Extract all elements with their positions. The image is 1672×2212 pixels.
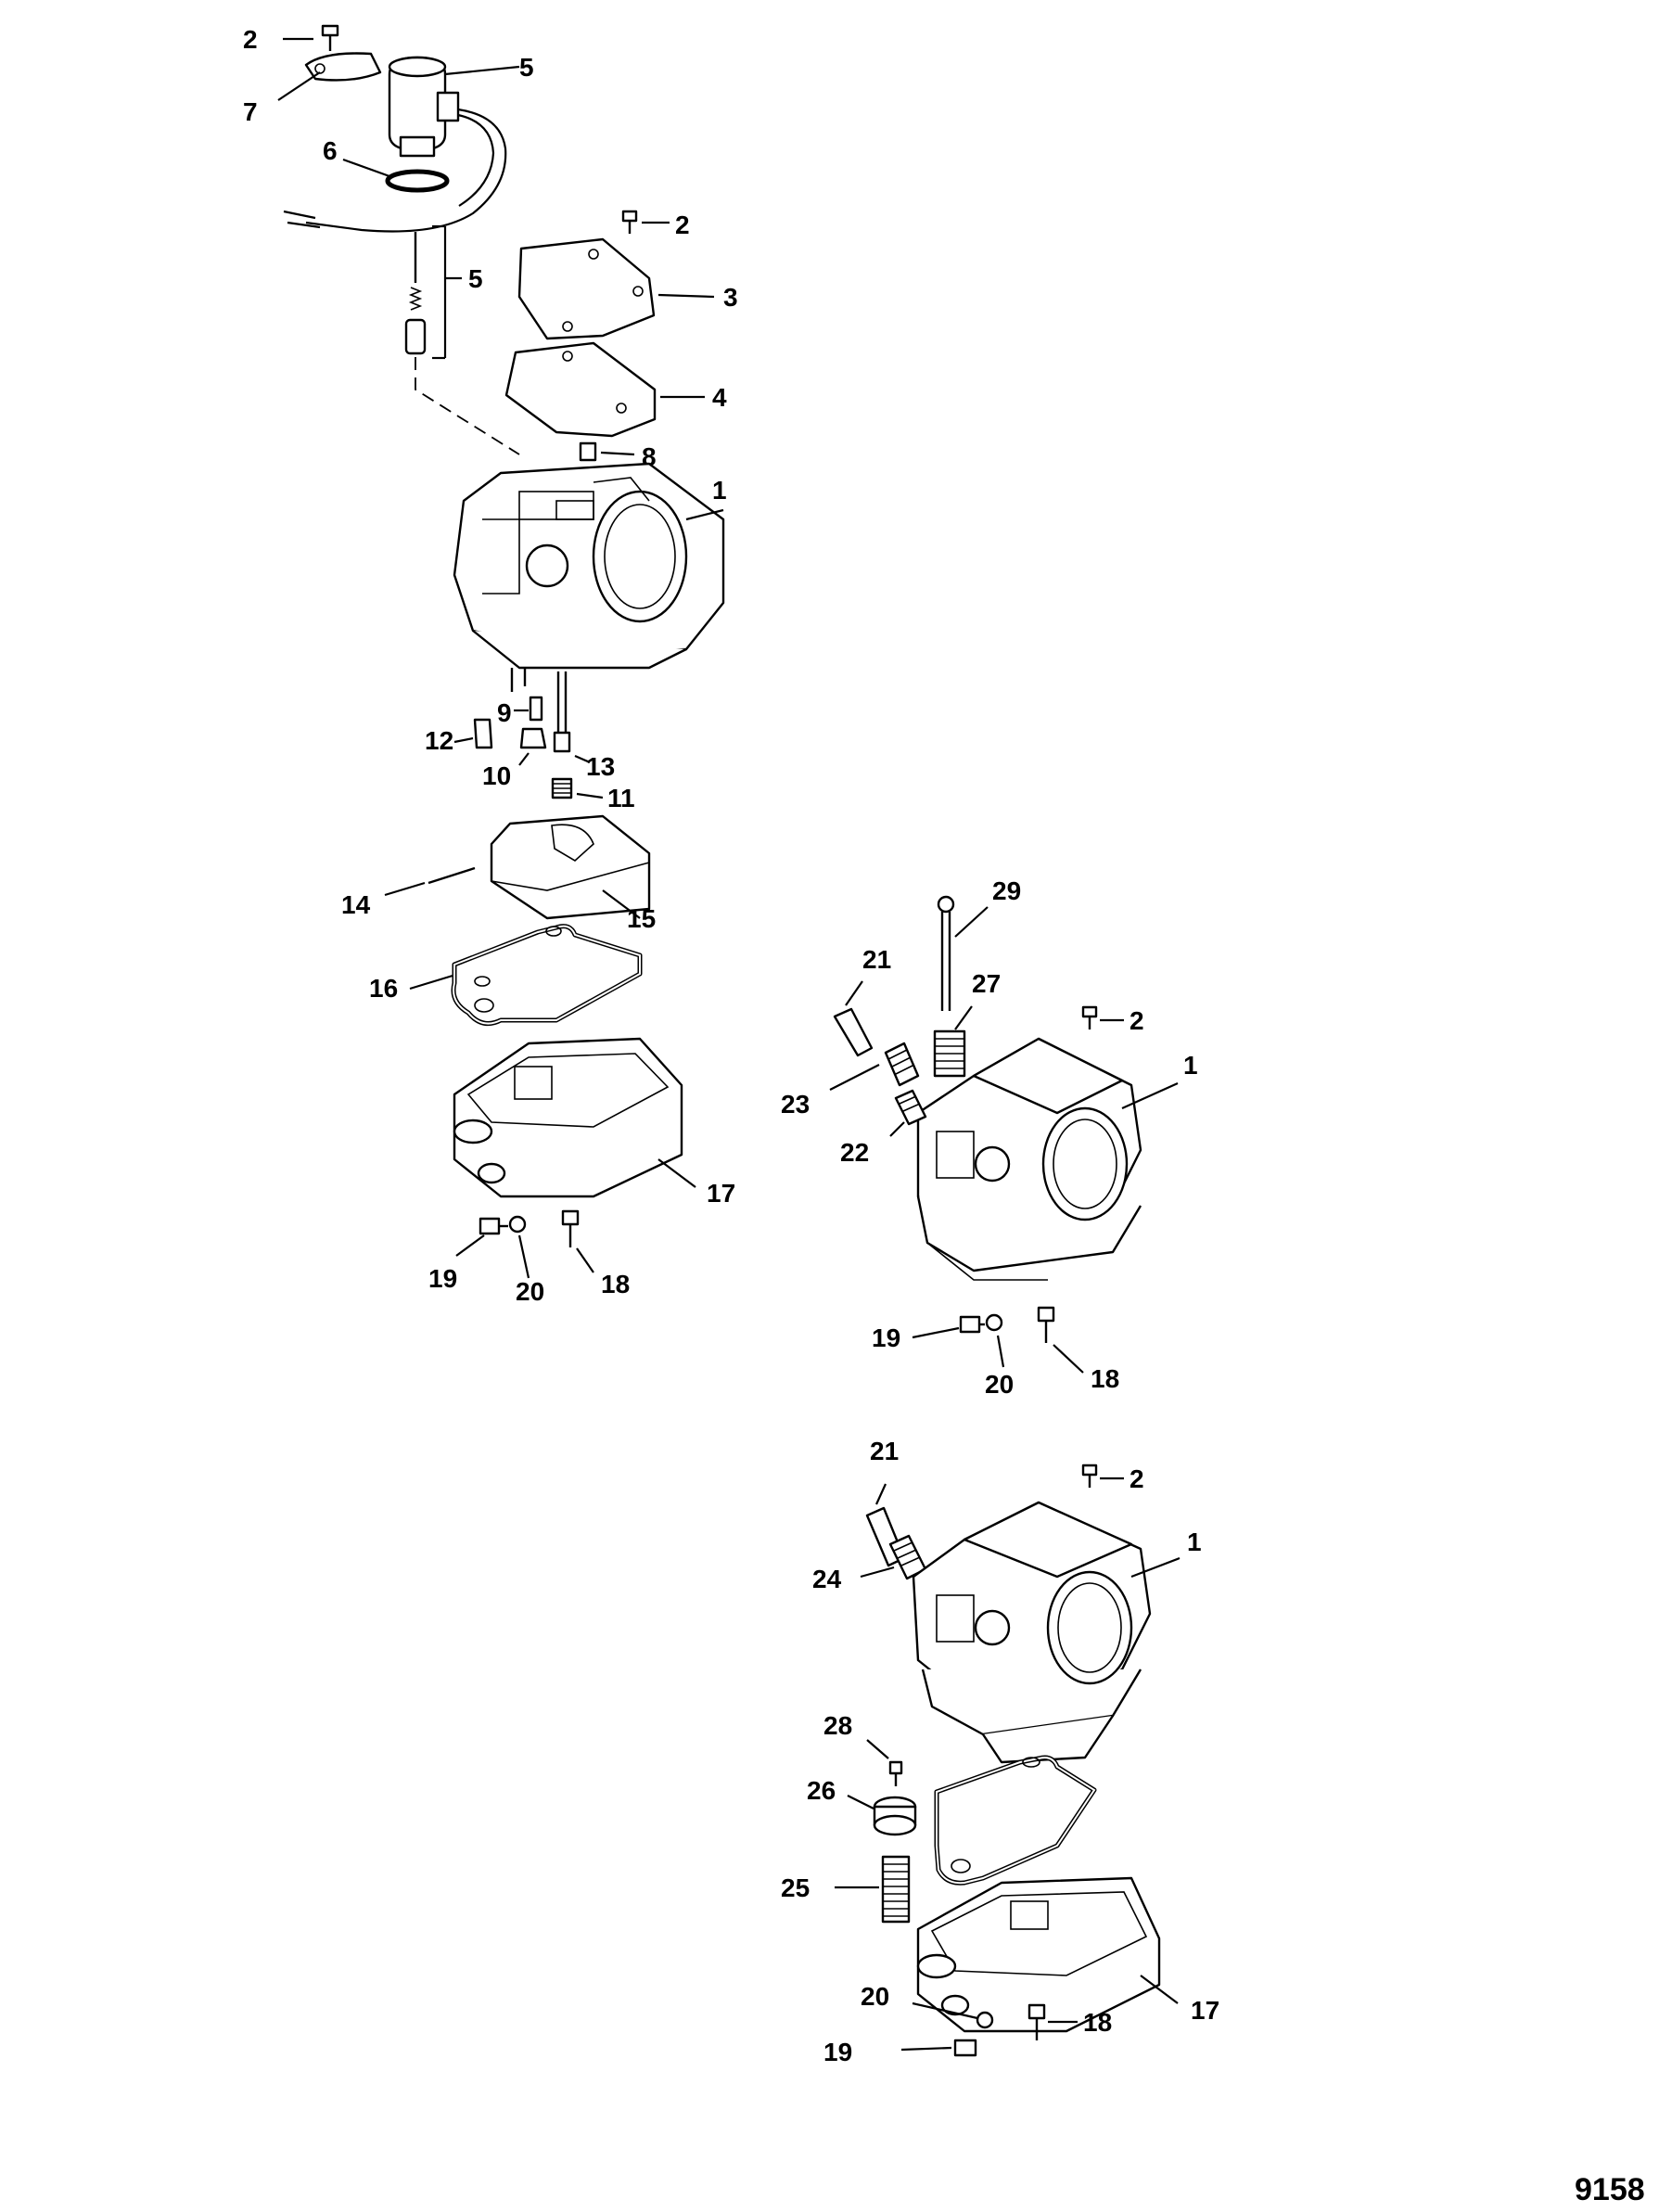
callout-6: 6: [323, 136, 338, 165]
callout-12: 12: [425, 726, 453, 755]
spring-part-25: [835, 1855, 911, 1924]
needle-spring-part-5: [404, 224, 520, 455]
callout-9: 9: [497, 698, 512, 727]
float-bowl-part-17-bottom: [916, 1876, 1179, 2033]
cap-part-11: [551, 777, 604, 799]
callout-20: 20: [516, 1277, 544, 1306]
callout-20: 20: [861, 1982, 889, 2011]
gasket-part-4: [504, 341, 705, 438]
screw-part-2-mid: [1081, 1005, 1124, 1029]
callout-29: 29: [992, 876, 1021, 905]
screw-part-21-mid: [833, 980, 874, 1057]
screws-main-bowl: [455, 1209, 594, 1279]
callout-4: 4: [712, 383, 727, 412]
callout-18: 18: [1091, 1364, 1119, 1393]
callout-20: 20: [985, 1370, 1014, 1399]
o-ring-part-6: [342, 158, 450, 193]
callout-19: 19: [823, 2038, 852, 2066]
springs-part-23-22: [829, 1042, 927, 1137]
callout-2: 2: [1130, 1006, 1144, 1035]
callout-2: 2: [675, 211, 690, 239]
carburetor-body-part-1-mid: [916, 1037, 1179, 1281]
callout-26: 26: [807, 1776, 836, 1805]
callout-25: 25: [781, 1873, 810, 1902]
callout-11: 11: [607, 784, 635, 812]
callout-21: 21: [862, 945, 891, 974]
float-part-14: [490, 814, 651, 920]
callout-27: 27: [972, 969, 1001, 998]
screw-part-28: [866, 1739, 903, 1786]
callout-14: 15: [627, 904, 656, 933]
callout-19: 19: [428, 1264, 457, 1293]
carburetor-body-part-1-bottom: [912, 1501, 1181, 1764]
screw-part-2-cover: [621, 210, 670, 234]
callout-28: 28: [823, 1711, 852, 1740]
solenoid-part-5: [283, 56, 520, 233]
gasket-part-16: [409, 924, 643, 1027]
callout-15: 14: [341, 890, 371, 919]
callout-19: 19: [872, 1323, 900, 1352]
callout-18: 18: [601, 1270, 630, 1298]
screws-mid-body: [912, 1306, 1084, 1374]
screw-part-2-top: [283, 24, 339, 51]
callout-21: 21: [870, 1437, 899, 1465]
callout-2: 2: [1130, 1464, 1144, 1493]
callout-16: 16: [369, 974, 398, 1003]
callout-23: 23: [781, 1090, 810, 1119]
screw-part-2-bottom: [1081, 1464, 1124, 1488]
callout-7: 7: [243, 97, 258, 126]
cover-plate-part-3: [517, 237, 715, 340]
callout-5: 5: [519, 53, 534, 82]
callout-24: 24: [812, 1565, 842, 1593]
figure-number: 9158: [1575, 2172, 1645, 2207]
rod-part-29: [937, 895, 989, 1011]
callout-17: 17: [1191, 1996, 1219, 2025]
callout-17: 17: [707, 1179, 735, 1208]
callout-5: 5: [468, 264, 483, 293]
jet-part-8: [579, 441, 635, 462]
float-bowl-part-17-main: [453, 1037, 696, 1198]
callout-1: 1: [1183, 1051, 1198, 1080]
callout-13: 13: [586, 752, 615, 781]
callout-1: 1: [1187, 1528, 1202, 1556]
spring-part-27: [933, 1005, 973, 1078]
jet-parts-under-body: [453, 668, 591, 766]
float-pin-part-15: [384, 866, 476, 897]
bracket-part-7: [277, 52, 382, 101]
callout-3: 3: [723, 283, 738, 312]
carburetor-body-part-1-main: [453, 462, 725, 670]
gasket-bottom-assembly: [934, 1755, 1097, 1886]
callout-22: 22: [840, 1138, 869, 1167]
callout-2: 2: [243, 25, 258, 54]
callout-10: 10: [482, 761, 511, 790]
callout-18: 18: [1083, 2008, 1112, 2037]
cap-part-26: [847, 1795, 917, 1836]
screws-bottom-bowl: [900, 2001, 1078, 2057]
callout-1: 1: [712, 476, 727, 505]
